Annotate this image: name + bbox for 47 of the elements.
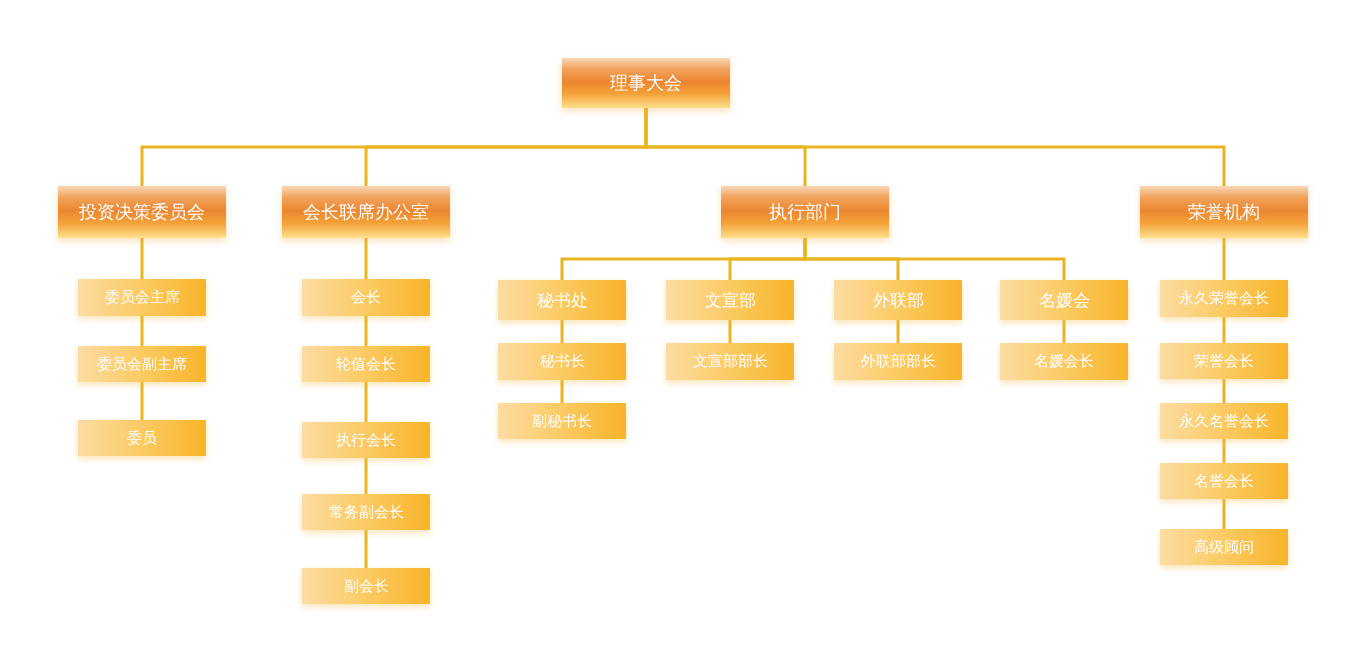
position-box: 荣誉会长 <box>1160 343 1288 379</box>
position-box: 名媛会长 <box>1000 343 1128 380</box>
position-box: 秘书处 <box>498 280 626 320</box>
connector-line <box>1222 439 1226 463</box>
department-box: 荣誉机构 <box>1140 186 1308 238</box>
position-box: 名誉会长 <box>1160 463 1288 499</box>
connector-line <box>803 238 1066 280</box>
position-box: 名媛会 <box>1000 280 1128 320</box>
connector-line <box>644 108 1226 186</box>
department-box: 理事大会 <box>562 58 730 108</box>
position-box: 委员会主席 <box>78 279 206 316</box>
position-box: 高级顾问 <box>1160 529 1288 565</box>
position-box: 常务副会长 <box>302 494 430 530</box>
connector-line <box>560 380 564 403</box>
connector-line <box>364 530 368 568</box>
connector-line <box>1222 499 1226 529</box>
connector-line <box>896 320 900 343</box>
connector-line <box>1222 238 1226 280</box>
connector-line <box>1222 317 1226 343</box>
position-box: 秘书长 <box>498 343 626 380</box>
position-box: 执行会长 <box>302 422 430 458</box>
connector-line <box>728 320 732 343</box>
connector-line <box>140 316 144 346</box>
connector-line <box>140 382 144 420</box>
position-box: 会长 <box>302 279 430 316</box>
connector-line <box>140 238 144 279</box>
position-box: 委员 <box>78 420 206 456</box>
department-box: 投资决策委员会 <box>58 186 226 238</box>
position-box: 副秘书长 <box>498 403 626 439</box>
position-box: 永久荣誉会长 <box>1160 280 1288 317</box>
position-box: 文宣部部长 <box>666 343 794 380</box>
department-box: 执行部门 <box>721 186 889 238</box>
position-box: 委员会副主席 <box>78 346 206 382</box>
position-box: 外联部部长 <box>834 343 962 380</box>
connector-line <box>364 316 368 346</box>
connector-line <box>364 458 368 494</box>
connector-line <box>1222 379 1226 403</box>
position-box: 永久名誉会长 <box>1160 403 1288 439</box>
connector-line <box>1062 320 1066 343</box>
position-box: 文宣部 <box>666 280 794 320</box>
connector-line <box>560 320 564 343</box>
department-box: 会长联席办公室 <box>282 186 450 238</box>
connector-line <box>364 238 368 279</box>
position-box: 轮值会长 <box>302 346 430 382</box>
connector-line <box>364 382 368 422</box>
position-box: 外联部 <box>834 280 962 320</box>
position-box: 副会长 <box>302 568 430 604</box>
